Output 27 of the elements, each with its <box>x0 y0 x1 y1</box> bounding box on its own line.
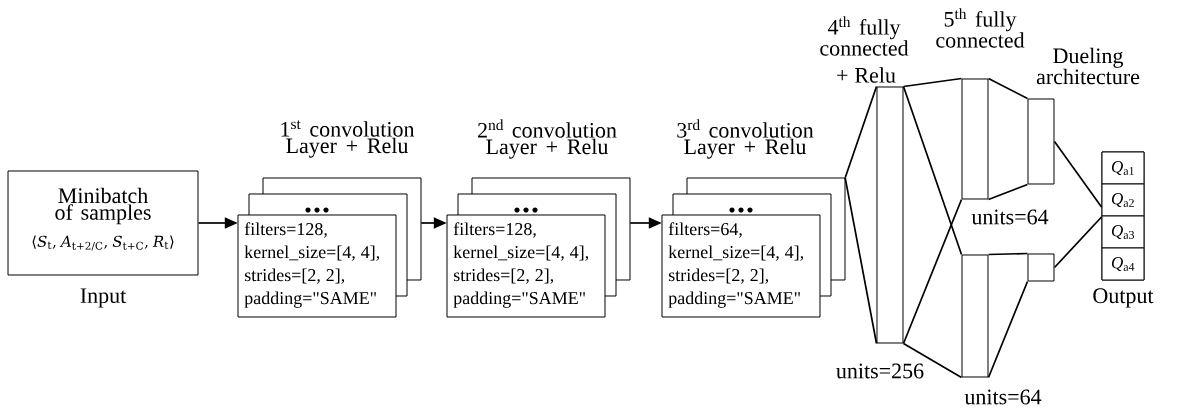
layer-label: units=256 <box>836 363 924 379</box>
input-box: Minibatch of samples ⟨S$_{t}$, A$_{t+2/C}$, S$_{t+C}$, R$_{t}$⟩ <box>7 170 199 276</box>
q-value-cell: Q$_{a2}$ <box>1101 183 1145 217</box>
layer-caption: 4$^{th}$ fully connected <box>820 16 909 56</box>
connector-line <box>844 85 878 345</box>
layer-caption: 1$^{st}$ convolution Layer + Relu <box>281 120 415 158</box>
connector-line <box>987 77 1029 201</box>
layer-label: units=64 <box>971 209 1049 225</box>
q-value-cell: Q$_{a3}$ <box>1101 215 1145 249</box>
layer-caption: + Relu <box>837 67 896 83</box>
layer-label: Output <box>1093 288 1154 308</box>
layer-label: units=64 <box>964 389 1042 405</box>
layer-caption: 3$^{rd}$ convolution Layer + Relu <box>677 119 814 159</box>
q-value-cell: Q$_{a1}$ <box>1101 151 1145 185</box>
connector-line <box>1053 216 1103 269</box>
stream-box <box>1027 253 1055 282</box>
connector-line <box>1053 140 1103 208</box>
layer-label: Input <box>80 288 127 308</box>
layer-stack: filters=128, kernel_size=[4, 4], strides=[2, 2], padding="SAME" <box>237 177 422 318</box>
q-value-cell: Q$_{a4}$ <box>1101 247 1145 281</box>
layer-stack: filters=128, kernel_size=[4, 4], strides=[2, 2], padding="SAME" <box>446 177 631 318</box>
layer-caption: Dueling architecture <box>1036 47 1140 85</box>
connector-line <box>987 252 1029 379</box>
layer-stack: filters=64, kernel_size=[4, 4], strides=[2, 2], padding="SAME" <box>661 177 846 318</box>
dense-layer-bar <box>961 254 989 378</box>
layer-caption: 2$^{nd}$ convolution Layer + Relu <box>478 119 617 159</box>
layer-caption: 5$^{th}$ fully connected <box>936 8 1025 48</box>
